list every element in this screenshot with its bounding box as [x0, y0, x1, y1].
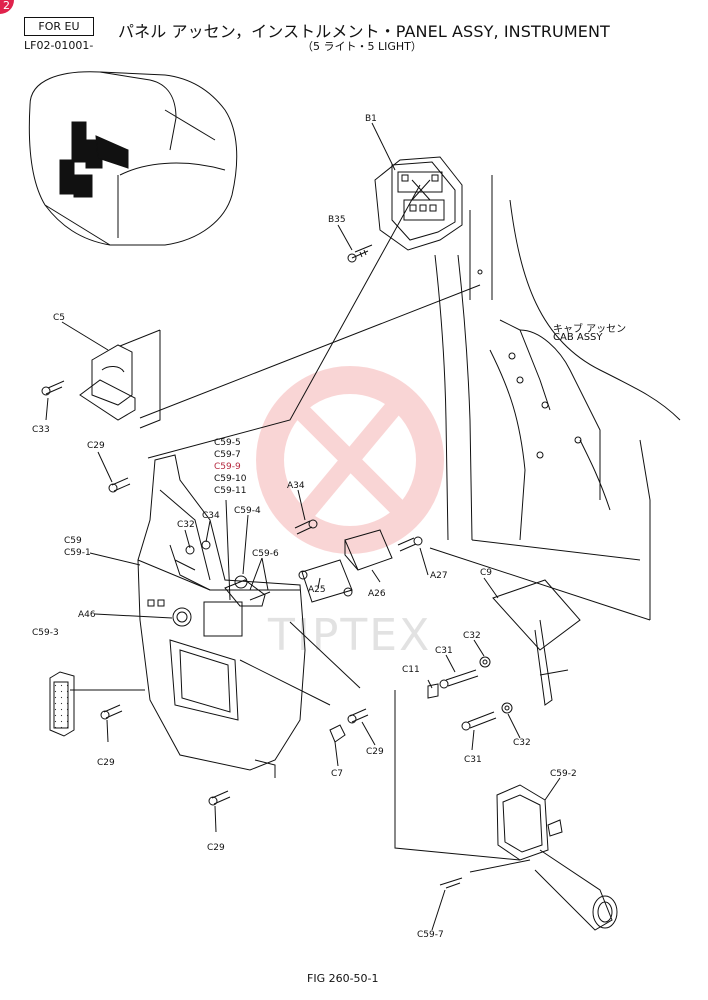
callout-label: C29: [207, 843, 225, 853]
clip-c7: [329, 724, 346, 743]
callout-label: C59-4: [234, 506, 261, 516]
callout-label: C59-2: [550, 769, 577, 779]
callout-label: C59-9: [214, 462, 241, 472]
bracket-a25: [298, 559, 353, 603]
callout-label: C32: [513, 738, 531, 748]
cab-frame: [434, 175, 681, 620]
callout-label: A25: [308, 585, 326, 595]
callout-label: C59-3: [32, 628, 59, 638]
washer-c32-console: [185, 545, 195, 555]
instrument-panel-b1: [374, 156, 463, 251]
callout-label: B35: [328, 215, 346, 225]
callout-labels: B1 B35 C5 C33 C29 C59-5 C59-7 C59-9 C59-…: [32, 114, 577, 940]
for-eu-box: FOR EU: [24, 17, 94, 36]
bolt-a34: [294, 519, 318, 535]
cover-a26: [344, 529, 393, 571]
washer-c32-upper: [479, 656, 491, 668]
callout-label: C59-7: [417, 930, 444, 940]
callout-label: C9: [480, 568, 492, 578]
callout-label: C32: [177, 520, 195, 530]
callout-label: C59-11: [214, 486, 246, 496]
screw-c29-top: [108, 477, 131, 493]
diagram-title: パネル アッセン，インストルメント・PANEL ASSY, INSTRUMENT: [118, 22, 610, 41]
callout-label: C7: [331, 769, 343, 779]
callout-label: C31: [435, 646, 453, 656]
callout-label: C29: [87, 441, 105, 451]
nut-c34: [201, 540, 211, 550]
diagram-subtitle: （5 ライト・5 LIGHT）: [302, 40, 422, 53]
bracket-c5: [79, 344, 136, 421]
callout-label: C5: [53, 313, 65, 323]
bolt-c33: [41, 380, 65, 396]
callout-label: C59-1: [64, 548, 91, 558]
cab-thumbnail: [28, 71, 238, 246]
callout-label: C34: [202, 511, 220, 521]
callout-label: C33: [32, 425, 50, 435]
duct-c59-2: [496, 784, 618, 931]
washer-c32-lower: [501, 702, 513, 714]
screw-c29-bottom: [208, 790, 231, 806]
screw-c29-mid: [347, 708, 369, 724]
callout-label: B1: [365, 114, 377, 124]
screw-c59-7: [439, 877, 463, 889]
callout-label: A27: [430, 571, 448, 581]
bolt-b35: [347, 244, 373, 263]
callout-label: C59-10: [214, 474, 247, 484]
callout-label: C31: [464, 755, 482, 765]
callout-label: C59-7: [214, 450, 241, 460]
watermark-gear: [256, 366, 444, 554]
bolt-a27: [397, 536, 423, 552]
part-code: LF02-01001-: [24, 39, 94, 52]
cab-assy-label-jp: キャブ アッセン: [553, 324, 627, 335]
callout-label: C59: [64, 536, 82, 546]
clip-c11: [427, 683, 439, 699]
callout-label: C11: [402, 665, 420, 675]
bolt-c31-lower: [467, 711, 497, 729]
bolt-c31-upper: [445, 669, 479, 687]
callout-label: C29: [366, 747, 384, 757]
callout-label: C29: [97, 758, 115, 768]
callout-label: C59-6: [252, 549, 279, 559]
callout-label: A34: [287, 481, 305, 491]
callout-label: C59-5: [214, 438, 241, 448]
main-console-c59: [137, 454, 306, 778]
figure-number: FIG 260-50-1: [307, 972, 379, 985]
bracket-c9: [492, 579, 581, 706]
callout-label: A46: [78, 610, 96, 620]
screw-c29-left: [100, 704, 123, 720]
vent-c59-3: [49, 671, 75, 737]
callout-label: A26: [368, 589, 386, 599]
cab-assy-label-en: CAB ASSY: [553, 332, 603, 343]
watermark-text: TIPTEX: [267, 610, 431, 661]
callout-label: C32: [463, 631, 481, 641]
